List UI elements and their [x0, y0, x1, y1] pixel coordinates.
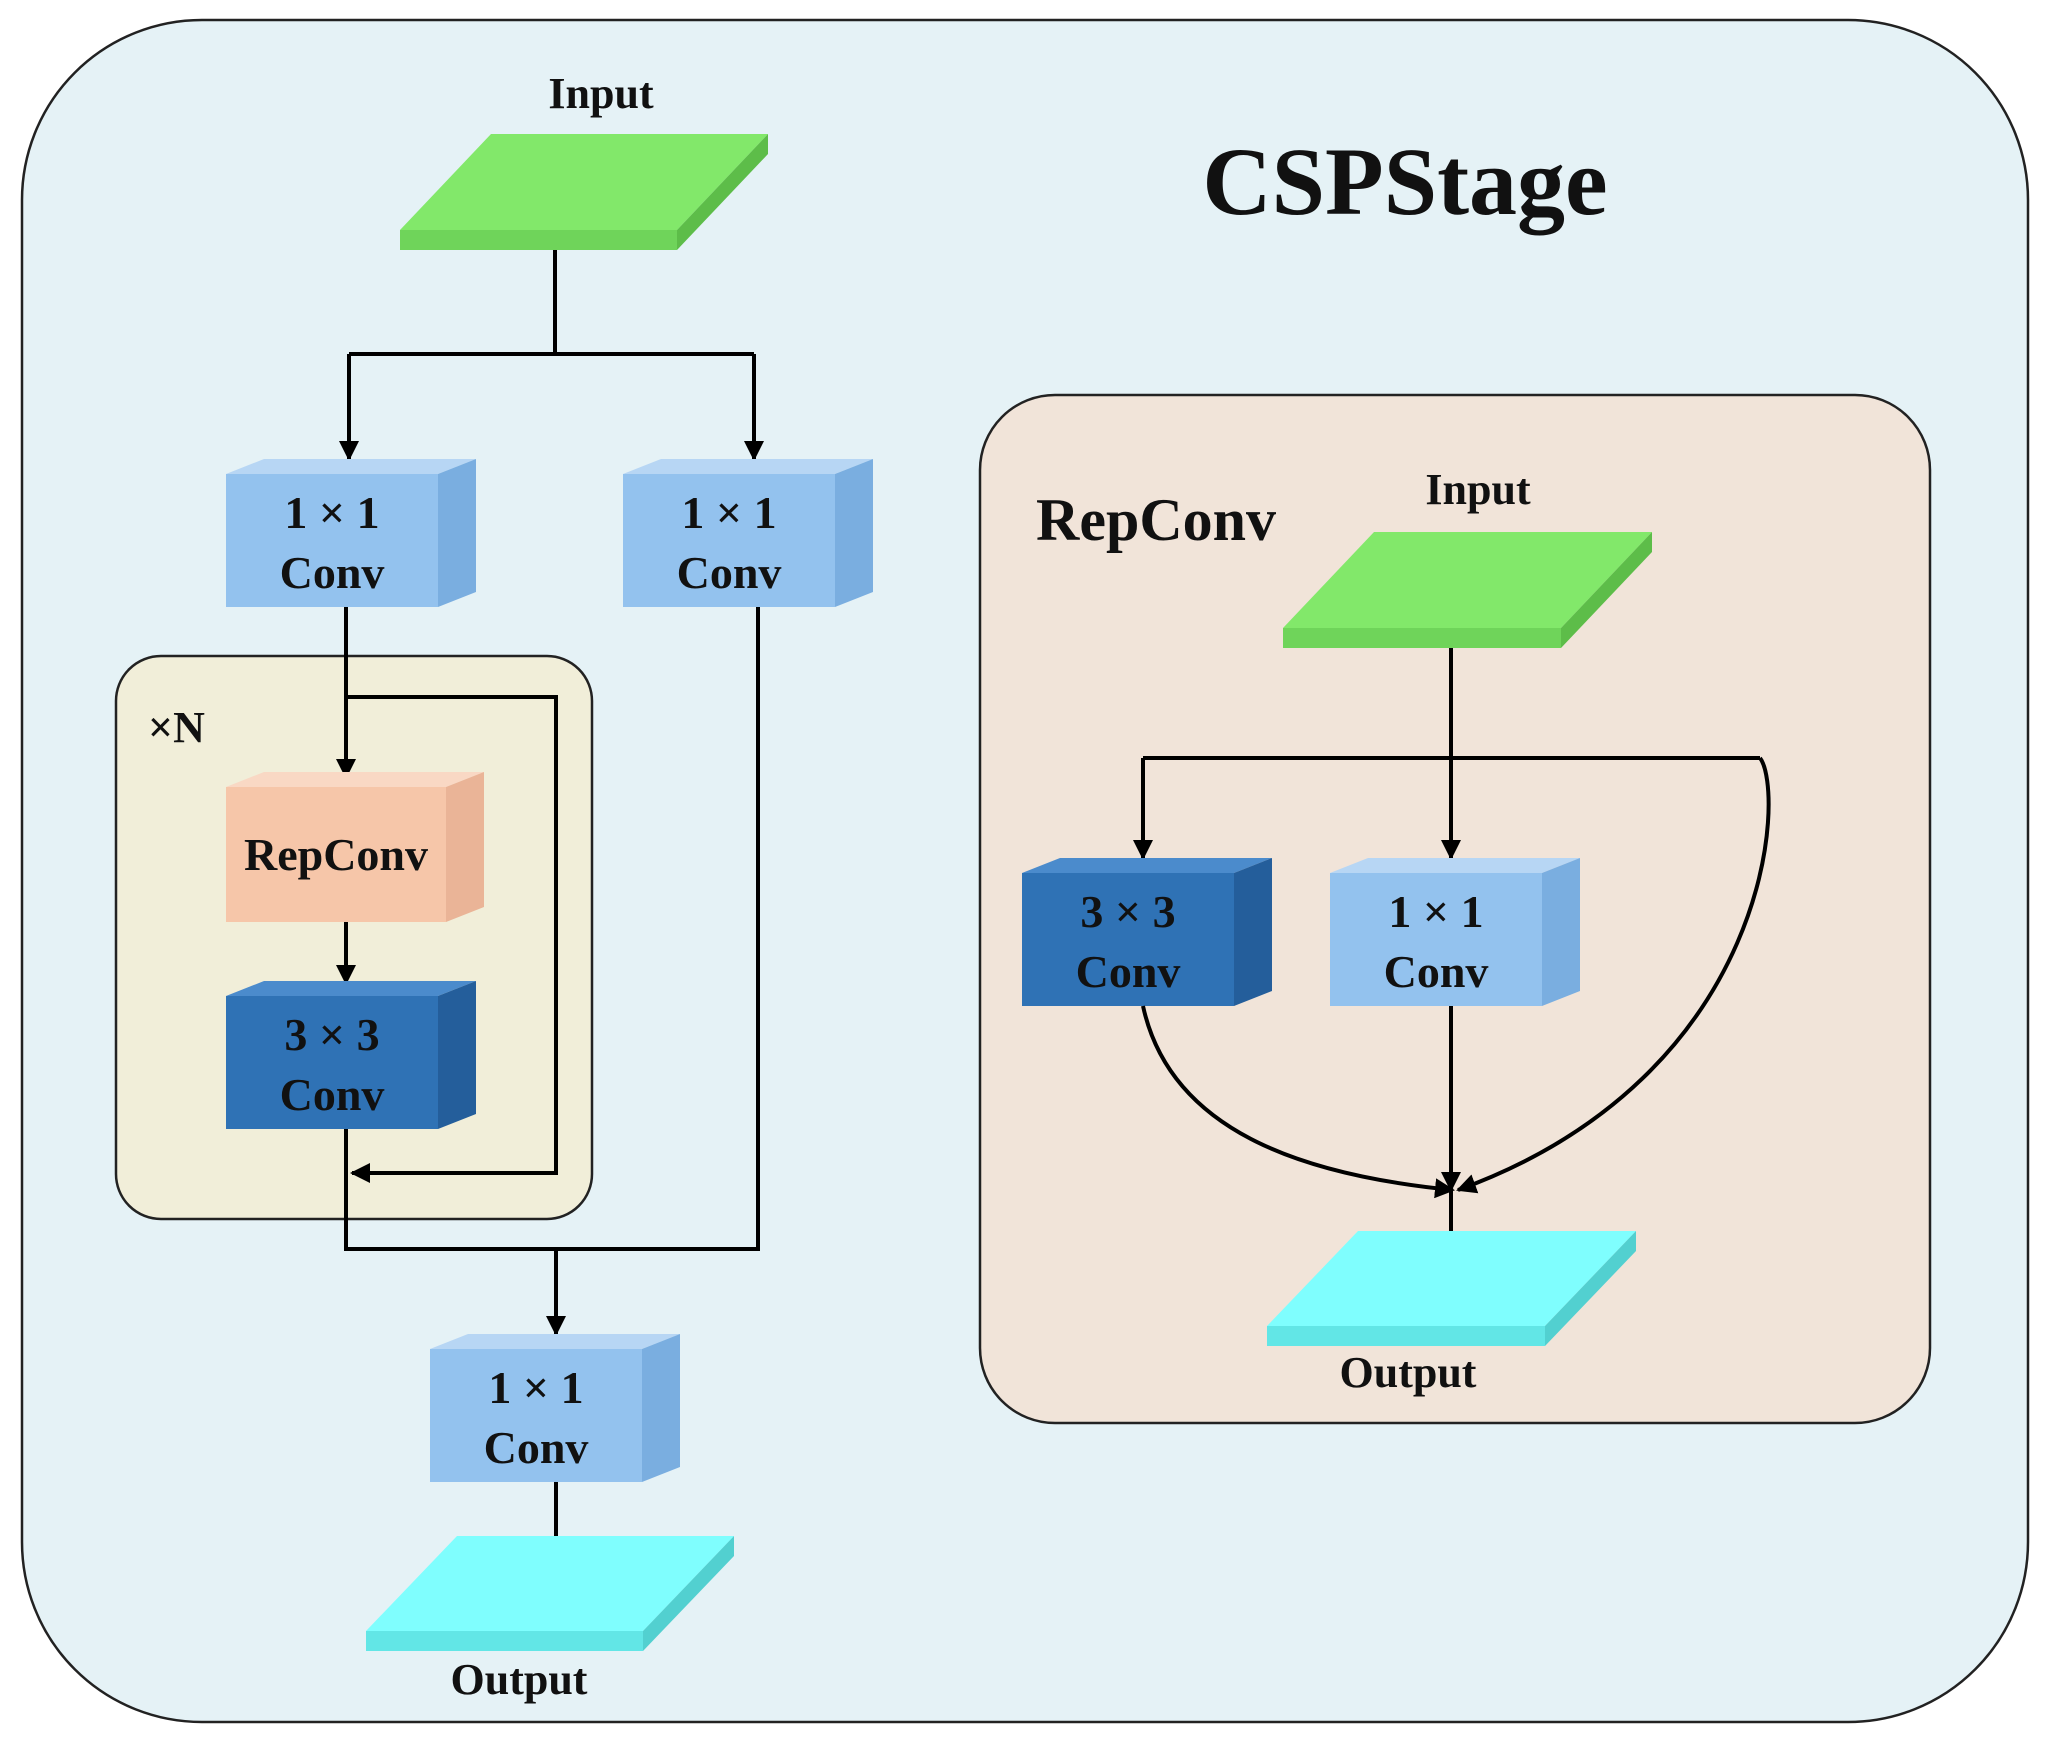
- repconv-panel-title: RepConv: [1036, 487, 1276, 553]
- edge-input-split: [349, 250, 754, 356]
- stage-conv-left-line1: 1 × 1: [284, 487, 379, 538]
- repeat-label: ×N: [148, 703, 205, 752]
- edge-repconv-identity-merge: [1456, 756, 1771, 1194]
- stage-conv-left-block: [226, 459, 476, 607]
- repconv-output-slab: [1267, 1231, 1636, 1346]
- stage-conv3x3-line2: Conv: [280, 1069, 385, 1120]
- stage-input-slab: [400, 134, 768, 250]
- stage-conv-right-line2: Conv: [677, 547, 782, 598]
- stage-output-label: Output: [451, 1655, 588, 1704]
- repconv-conv1x1-line2: Conv: [1384, 946, 1489, 997]
- stage-conv-right-block: [623, 459, 873, 607]
- repconv-conv3x3-line2: Conv: [1076, 946, 1181, 997]
- repconv-conv3x3-block: [1022, 858, 1272, 1006]
- repconv-conv1x1-line1: 1 × 1: [1388, 886, 1483, 937]
- repconv-input-label: Input: [1425, 465, 1531, 514]
- repconv-output-label: Output: [1340, 1348, 1477, 1397]
- stage-conv3x3-block: [226, 981, 476, 1129]
- repconv-input-slab: [1283, 532, 1652, 648]
- edge-merge: [344, 607, 760, 1251]
- stage-conv-left-line2: Conv: [280, 547, 385, 598]
- stage-input-label: Input: [548, 69, 654, 118]
- diagram-title: CSPStage: [1202, 128, 1607, 235]
- stage-conv-out-line2: Conv: [484, 1422, 589, 1473]
- stage-repconv-label: RepConv: [244, 829, 428, 880]
- stage-conv-right-line1: 1 × 1: [681, 487, 776, 538]
- stage-conv-out-block: [430, 1334, 680, 1482]
- edge-repconv-conv3x3-merge: [1141, 1005, 1455, 1199]
- stage-conv-out-line1: 1 × 1: [488, 1362, 583, 1413]
- stage-repconv-block: [226, 772, 484, 922]
- repconv-conv3x3-line1: 3 × 3: [1080, 886, 1175, 937]
- stage-conv3x3-line1: 3 × 3: [284, 1009, 379, 1060]
- repconv-conv1x1-block: [1330, 858, 1580, 1006]
- edge-residual-loop: [346, 695, 558, 1183]
- stage-output-slab: [366, 1536, 734, 1651]
